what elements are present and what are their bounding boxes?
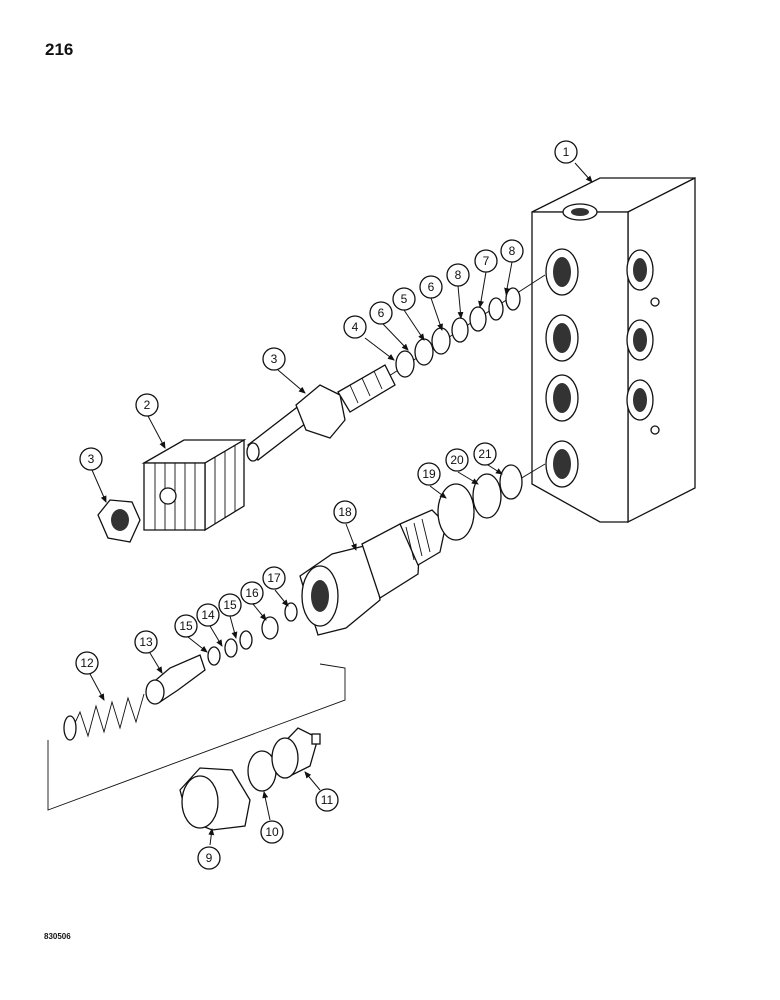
valve-block-part <box>531 176 696 524</box>
svg-text:11: 11 <box>321 793 334 807</box>
finned-block-part <box>141 438 247 532</box>
svg-text:7: 7 <box>483 254 490 268</box>
callout-15-b: 15 <box>218 593 242 617</box>
svg-text:3: 3 <box>88 452 95 466</box>
callout-9: 9 <box>197 846 221 870</box>
callout-6-b: 6 <box>419 275 443 299</box>
callout-12: 12 <box>75 651 99 675</box>
svg-text:13: 13 <box>139 635 153 649</box>
svg-text:5: 5 <box>401 292 408 306</box>
svg-text:16: 16 <box>245 586 259 600</box>
callout-5: 5 <box>392 287 416 311</box>
upper-seal-rings <box>395 287 521 378</box>
callout-6-a: 6 <box>369 301 393 325</box>
valve-cartridge-part <box>246 364 396 462</box>
page-number: 216 <box>45 40 74 59</box>
svg-text:18: 18 <box>338 505 352 519</box>
svg-text:8: 8 <box>509 244 516 258</box>
figure-code: 830506 <box>44 932 71 941</box>
svg-text:1: 1 <box>563 145 570 159</box>
svg-text:20: 20 <box>450 453 464 467</box>
svg-text:3: 3 <box>271 352 278 366</box>
callout-16: 16 <box>240 581 264 605</box>
svg-text:12: 12 <box>80 656 94 670</box>
relief-valve-body-part <box>299 509 447 636</box>
svg-text:15: 15 <box>179 619 193 633</box>
callout-8-b: 8 <box>446 263 470 287</box>
plug-part <box>271 727 321 779</box>
callout-8-a: 8 <box>500 239 524 263</box>
callout-7: 7 <box>474 249 498 273</box>
poppet-part <box>145 654 206 705</box>
callout-21: 21 <box>473 442 497 466</box>
callout-17: 17 <box>262 566 286 590</box>
svg-text:8: 8 <box>455 268 462 282</box>
callout-13: 13 <box>134 630 158 654</box>
lower-seal-rings <box>437 464 523 541</box>
hex-nut-part <box>97 499 141 543</box>
small-seal-parts <box>207 602 298 666</box>
callout-19: 19 <box>417 462 441 486</box>
callout-3-lower: 3 <box>79 447 103 471</box>
svg-text:14: 14 <box>201 608 215 622</box>
callout-leaders <box>89 162 593 846</box>
cap-part <box>179 767 251 831</box>
svg-text:21: 21 <box>478 447 492 461</box>
svg-text:2: 2 <box>144 398 151 412</box>
svg-text:19: 19 <box>422 467 436 481</box>
svg-text:15: 15 <box>223 598 237 612</box>
callout-20: 20 <box>445 448 469 472</box>
callout-10: 10 <box>260 820 284 844</box>
svg-text:6: 6 <box>428 280 435 294</box>
callout-14: 14 <box>196 603 220 627</box>
callout-15-a: 15 <box>174 614 198 638</box>
callout-4: 4 <box>343 315 367 339</box>
callout-3-upper: 3 <box>262 347 286 371</box>
svg-text:17: 17 <box>267 571 281 585</box>
callout-2: 2 <box>135 393 159 417</box>
svg-text:6: 6 <box>378 306 385 320</box>
spring-part <box>63 693 145 741</box>
callout-1: 1 <box>554 140 578 164</box>
svg-text:9: 9 <box>206 851 213 865</box>
callout-11: 11 <box>315 788 339 812</box>
svg-text:4: 4 <box>352 320 359 334</box>
callout-18: 18 <box>333 500 357 524</box>
svg-text:10: 10 <box>265 825 279 839</box>
